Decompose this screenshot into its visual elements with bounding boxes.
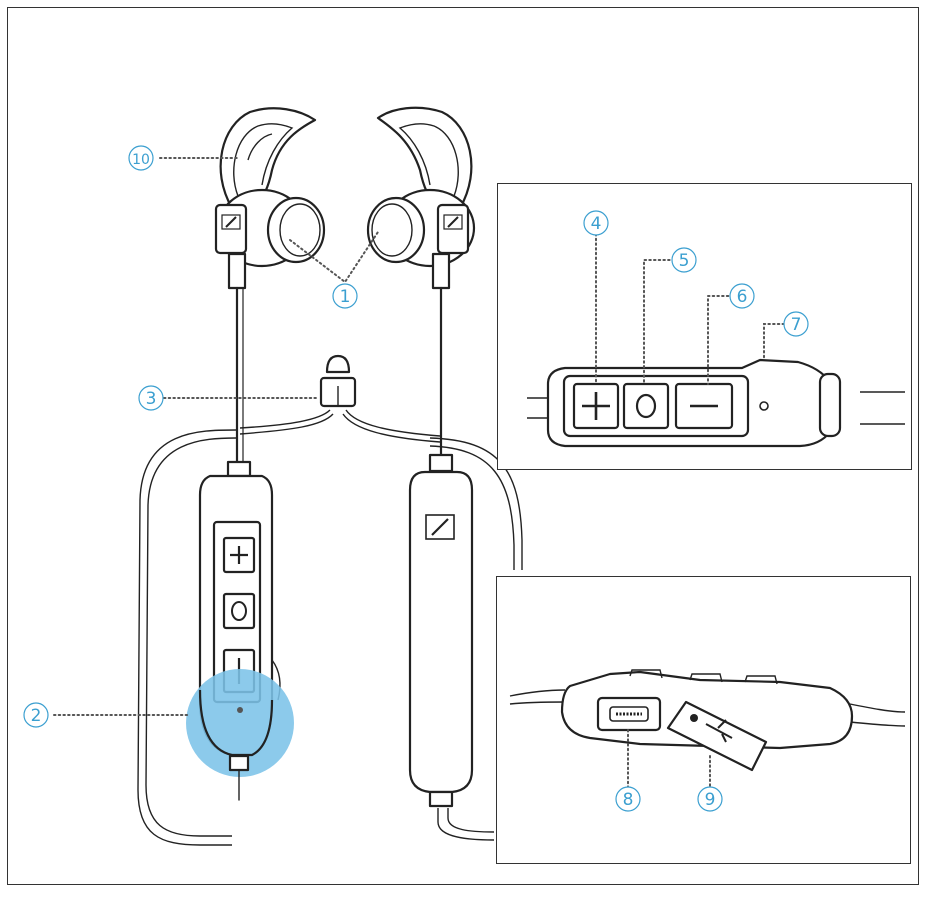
- svg-text:8: 8: [623, 790, 634, 810]
- svg-text:3: 3: [146, 389, 157, 409]
- cable-clip: [239, 354, 441, 443]
- svg-text:7: 7: [791, 315, 802, 335]
- callout-3: 3: [138, 385, 164, 411]
- leader-lines: [53, 157, 785, 789]
- left-earpiece: [214, 107, 326, 467]
- svg-text:5: 5: [679, 251, 690, 271]
- callout-1: 1: [332, 283, 358, 309]
- detail-panel-usb: [496, 576, 911, 864]
- svg-text:9: 9: [705, 790, 716, 810]
- callout-8: 8: [615, 786, 641, 812]
- callout-7: 7: [783, 311, 809, 337]
- svg-text:4: 4: [591, 214, 602, 234]
- svg-text:6: 6: [737, 287, 748, 307]
- right-battery-pod: [408, 453, 474, 808]
- led-highlight: [186, 669, 294, 777]
- callout-10: 10: [128, 145, 154, 171]
- callout-4: 4: [583, 210, 609, 236]
- outer-frame: [7, 7, 919, 885]
- detail-panel-controls: [497, 183, 912, 470]
- callout-9: 9: [697, 786, 723, 812]
- svg-text:2: 2: [31, 706, 42, 726]
- left-remote-lower: [198, 689, 274, 801]
- svg-text:1: 1: [340, 287, 351, 307]
- callout-2: 2: [23, 702, 49, 728]
- callout-6: 6: [729, 283, 755, 309]
- callout-5: 5: [671, 247, 697, 273]
- svg-text:10: 10: [132, 152, 150, 168]
- right-earpiece: [366, 106, 476, 457]
